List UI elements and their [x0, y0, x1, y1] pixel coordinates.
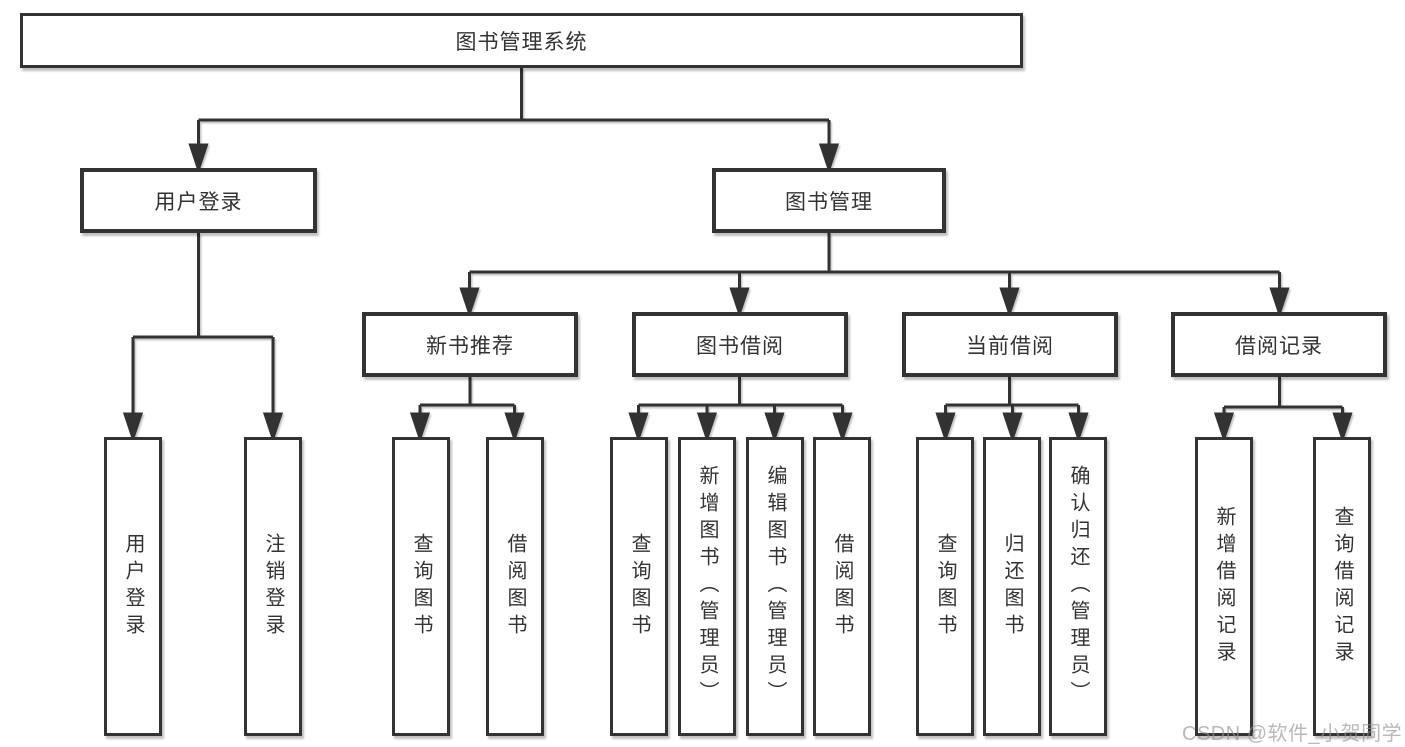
connector-borrow-records-to-children [1213, 377, 1353, 443]
node-new-book-recommend-label: 新书推荐 [426, 334, 514, 358]
leaf-user-login: 用户登录 [104, 437, 162, 736]
watermark: CSDN @软件_小贺同学 [1182, 723, 1403, 745]
leaf-add-books-admin-label: 新增图书（管理员） [696, 465, 718, 708]
leaf-query-borrow-record: 查询借阅记录 [1313, 437, 1371, 736]
node-root: 图书管理系统 [20, 13, 1023, 68]
leaf-edit-books-admin: 编辑图书（管理员） [746, 437, 804, 736]
leaf-query-borrow-record-label: 查询借阅记录 [1331, 505, 1353, 668]
leaf-borrow-books: 借阅图书 [813, 437, 871, 736]
node-current-borrow-label: 当前借阅 [966, 334, 1054, 358]
leaf-confirm-return-admin-label: 确认归还（管理员） [1067, 465, 1089, 708]
node-new-book-recommend: 新书推荐 [362, 312, 578, 377]
connector-book-borrow-to-children [628, 377, 853, 443]
leaf-logout: 注销登录 [244, 437, 302, 736]
connector-current-borrow-to-children [935, 377, 1089, 443]
leaf-recommend-query-books: 查询图书 [392, 437, 450, 736]
leaf-borrow-query-books-label: 查询图书 [628, 532, 650, 641]
connector-user-login-to-children [122, 233, 284, 443]
leaf-confirm-return-admin: 确认归还（管理员） [1049, 437, 1107, 736]
node-book-management: 图书管理 [712, 168, 946, 233]
node-borrow-records: 借阅记录 [1171, 312, 1387, 377]
node-user-login: 用户登录 [80, 168, 317, 233]
node-book-management-label: 图书管理 [785, 190, 873, 214]
leaf-edit-books-admin-label: 编辑图书（管理员） [764, 465, 786, 708]
leaf-add-borrow-record-label: 新增借阅记录 [1213, 505, 1235, 668]
node-user-login-label: 用户登录 [154, 190, 243, 214]
leaf-borrow-query-books: 查询图书 [610, 437, 668, 736]
node-book-borrow: 图书借阅 [632, 312, 848, 377]
leaf-return-books-label: 归还图书 [1001, 532, 1023, 641]
leaf-logout-label: 注销登录 [262, 532, 284, 641]
connector-new-book-recommend-to-children [409, 377, 525, 443]
leaf-add-borrow-record: 新增借阅记录 [1195, 437, 1253, 736]
connector-root-to-level2 [188, 68, 840, 174]
leaf-recommend-borrow-books-label: 借阅图书 [504, 532, 526, 641]
leaf-current-query-books-label: 查询图书 [934, 532, 956, 641]
leaf-add-books-admin: 新增图书（管理员） [678, 437, 736, 736]
leaf-return-books: 归还图书 [983, 437, 1041, 736]
node-book-borrow-label: 图书借阅 [696, 334, 784, 358]
leaf-borrow-books-label: 借阅图书 [831, 532, 853, 641]
node-root-label: 图书管理系统 [455, 30, 588, 54]
node-current-borrow: 当前借阅 [902, 312, 1118, 377]
leaf-recommend-borrow-books: 借阅图书 [486, 437, 544, 736]
leaf-user-login-label: 用户登录 [122, 532, 144, 641]
node-borrow-records-label: 借阅记录 [1235, 334, 1323, 358]
connector-book-management-to-level3 [459, 233, 1290, 318]
leaf-recommend-query-books-label: 查询图书 [410, 532, 432, 641]
leaf-current-query-books: 查询图书 [916, 437, 974, 736]
